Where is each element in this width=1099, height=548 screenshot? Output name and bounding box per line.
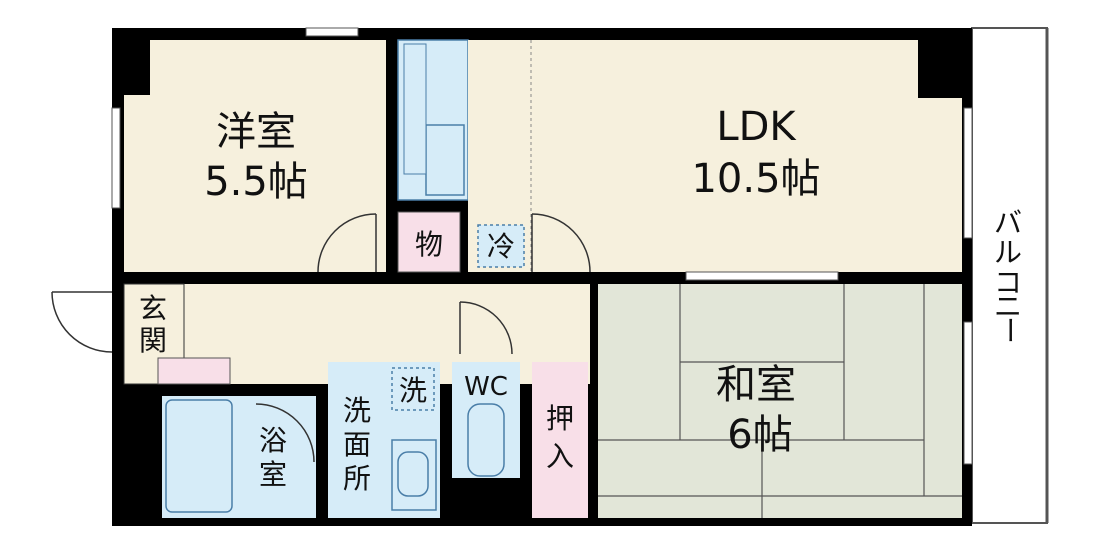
western-room-size: 5.5帖 [204,159,308,205]
bath-label-1: 浴 [259,424,287,457]
washroom-label-3: 所 [343,462,371,495]
ldk-room-name: LDK [716,104,797,150]
washroom-label-1: 洗 [343,394,371,427]
washer-label: 洗 [399,374,427,407]
ldk-room [468,40,918,272]
entrance-label-1: 玄 [139,292,167,325]
bathtub [165,399,233,513]
ldk-room-size: 10.5帖 [691,156,820,202]
shoe-box [157,357,231,385]
entrance-label-2: 関 [139,324,167,357]
balcony-label-2: ル [994,236,1022,269]
storage [397,211,461,273]
western-room-name: 洋室 [216,109,296,155]
toilet [467,403,505,477]
closet-label-1: 押 [546,402,574,435]
balcony-area [971,27,1048,524]
japanese-room-size: 6帖 [727,412,792,458]
bath-label-2: 室 [259,458,287,491]
balcony-label-5: ー [993,316,1026,344]
japanese-room-name: 和室 [716,362,796,408]
closet-label-2: 入 [546,440,574,473]
balcony-label-3: コ [994,266,1022,299]
balcony-label-1: バ [994,206,1022,239]
japanese-room [598,284,962,518]
washroom-label-2: 面 [343,428,371,461]
balcony-label-4: ニ [994,290,1022,323]
storage-label: 物 [415,228,443,261]
western-room [124,40,386,272]
washer-space [391,367,435,411]
wc-label: WC [464,372,508,402]
closet [532,362,588,518]
fridge-label: 冷 [487,230,515,263]
